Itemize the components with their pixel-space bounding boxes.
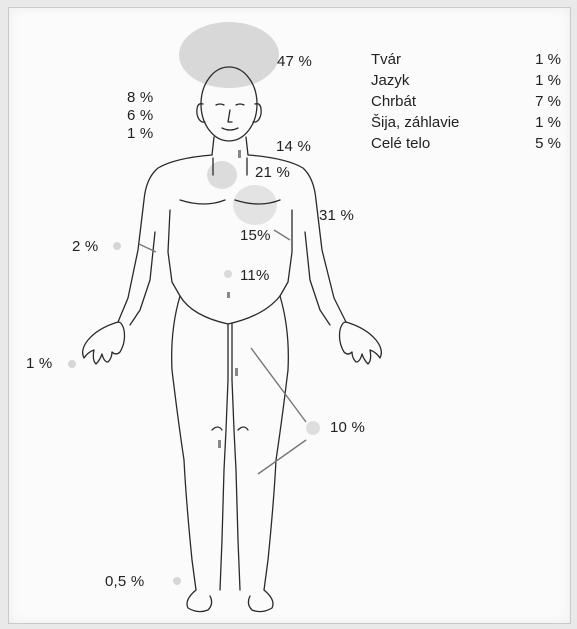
- legend-value: 5 %: [535, 133, 561, 154]
- legend-name: Celé telo: [371, 133, 430, 154]
- legend-value: 1 %: [535, 70, 561, 91]
- arm-region-dot: [113, 242, 121, 250]
- abdomen-region-dot: [224, 270, 232, 278]
- legend-name: Tvár: [371, 49, 401, 70]
- label-face-lower: 1 %: [127, 125, 153, 142]
- label-leg: 10 %: [330, 419, 365, 436]
- hand-region-dot: [68, 360, 76, 368]
- legend-value: 7 %: [535, 91, 561, 112]
- label-hand: 1 %: [26, 355, 52, 372]
- label-foot: 0,5 %: [105, 573, 144, 590]
- legend-name: Jazyk: [371, 70, 409, 91]
- label-arm: 2 %: [72, 238, 98, 255]
- label-chest-side: 31 %: [319, 207, 354, 224]
- foot-region-dot: [173, 577, 181, 585]
- legend-row: Tvár 1 %: [371, 49, 561, 70]
- label-abdomen-lower: 11%: [240, 267, 270, 284]
- legend-row: Celé telo 5 %: [371, 133, 561, 154]
- body-outline: [83, 67, 382, 612]
- chest-region-shade: [207, 161, 237, 189]
- legend-row: Šija, záhlavie 1 %: [371, 112, 561, 133]
- legend-name: Šija, záhlavie: [371, 112, 459, 133]
- legend-name: Chrbát: [371, 91, 416, 112]
- label-abdomen-upper: 15%: [240, 227, 271, 244]
- legend-value: 1 %: [535, 112, 561, 133]
- chest-side-region-shade: [233, 185, 277, 225]
- legend-row: Chrbát 7 %: [371, 91, 561, 112]
- leg-region-dot: [306, 421, 320, 435]
- pointer-lines: [139, 230, 306, 474]
- label-face-mid: 6 %: [127, 107, 153, 124]
- legend-value: 1 %: [535, 49, 561, 70]
- label-chest-upper: 21 %: [255, 164, 290, 181]
- legend-row: Jazyk 1 %: [371, 70, 561, 91]
- legend: Tvár 1 % Jazyk 1 % Chrbát 7 % Šija, záhl…: [371, 49, 561, 154]
- label-head: 47 %: [277, 53, 312, 70]
- head-region-shade: [179, 22, 279, 88]
- label-face-upper: 8 %: [127, 89, 153, 106]
- label-neck: 14 %: [276, 138, 311, 155]
